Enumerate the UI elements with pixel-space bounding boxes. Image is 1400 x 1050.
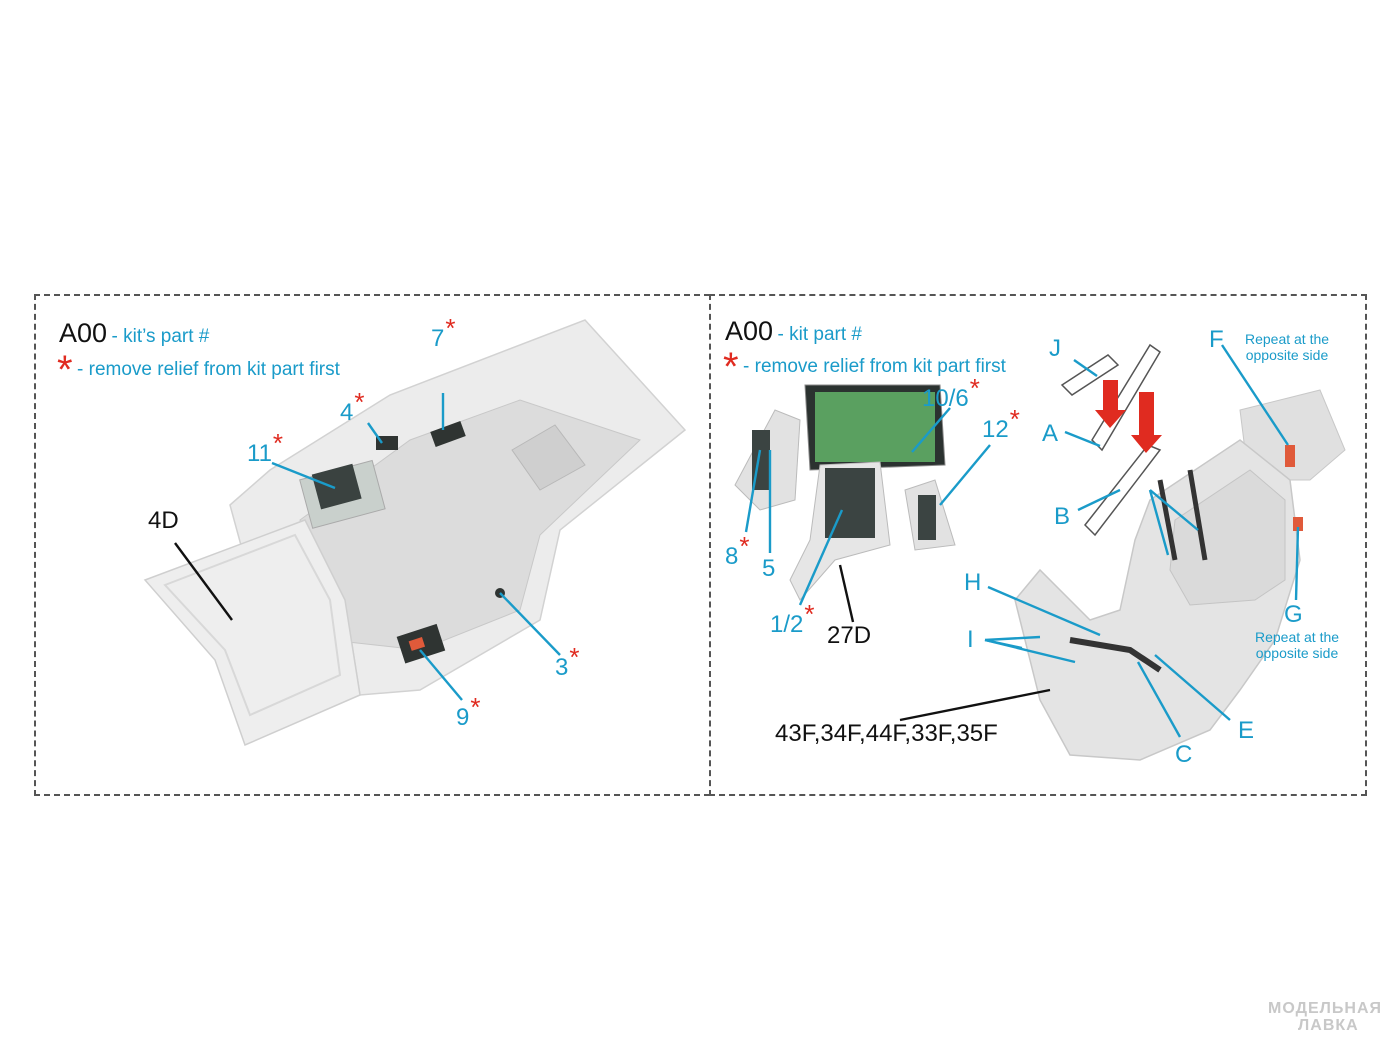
right-leader-lines [744, 344, 1300, 738]
callout-c: C [1175, 741, 1193, 768]
right-panel [709, 294, 1367, 796]
callout-h: H [964, 569, 982, 596]
watermark-logo: МОДЕЛЬНАЯ ЛАВКА [1268, 1000, 1382, 1034]
legend-code-text: - kit part # [777, 324, 862, 345]
watermark-line-1: МОДЕЛЬНАЯ [1268, 1000, 1382, 1017]
legend-code: A00 [725, 316, 774, 346]
callout-1-2: 1/2* [770, 599, 815, 638]
left-panel [34, 294, 710, 796]
legend-star-symbol: * [723, 345, 739, 389]
legend-code-text: - kit’s part # [111, 326, 210, 347]
callout-b: B [1054, 503, 1071, 530]
legend-relief-text: - remove relief from kit part first [77, 359, 340, 380]
leader-4d [174, 542, 233, 621]
right-black-leaders [838, 564, 1051, 722]
legend-star-symbol: * [57, 348, 73, 392]
belt-parts [1060, 343, 1162, 537]
callout-i: I [967, 626, 974, 653]
right-legend-code-row: A00 - kit part # [725, 316, 862, 347]
callout-8: 8* [725, 531, 750, 570]
callout-27d: 27D [827, 622, 872, 649]
note-f-repeat: Repeat at the opposite side [1244, 331, 1330, 363]
callout-j: J [1049, 335, 1061, 362]
legend-code: A00 [59, 318, 108, 348]
callout-seat-parts: 43F,34F,44F,33F,35F [775, 720, 998, 747]
callout-10-6: 10/6* [922, 373, 980, 412]
legend-relief-text: - remove relief from kit part first [743, 356, 1006, 377]
callout-7: 7* [431, 313, 456, 352]
callout-12: 12* [982, 404, 1020, 443]
callout-a: A [1042, 420, 1059, 447]
left-legend-relief-row: * - remove relief from kit part first [57, 350, 340, 390]
callout-4: 4* [340, 387, 365, 426]
watermark-line-2: ЛАВКА [1298, 1017, 1359, 1034]
callout-5: 5 [762, 555, 776, 582]
note-g-repeat: Repeat at the opposite side [1254, 629, 1340, 661]
left-legend-code-row: A00 - kit’s part # [59, 318, 209, 349]
left-leader-lines [271, 393, 561, 701]
callout-g: G [1284, 601, 1303, 628]
callout-4d: 4D [148, 507, 179, 534]
ejection-seat [1014, 389, 1346, 761]
callout-3: 3* [555, 642, 580, 681]
callout-9: 9* [456, 692, 481, 731]
right-legend-relief-row: * - remove relief from kit part first [723, 347, 1006, 387]
callout-f: F [1209, 326, 1224, 353]
callout-11: 11* [247, 428, 284, 467]
callout-e: E [1238, 717, 1255, 744]
